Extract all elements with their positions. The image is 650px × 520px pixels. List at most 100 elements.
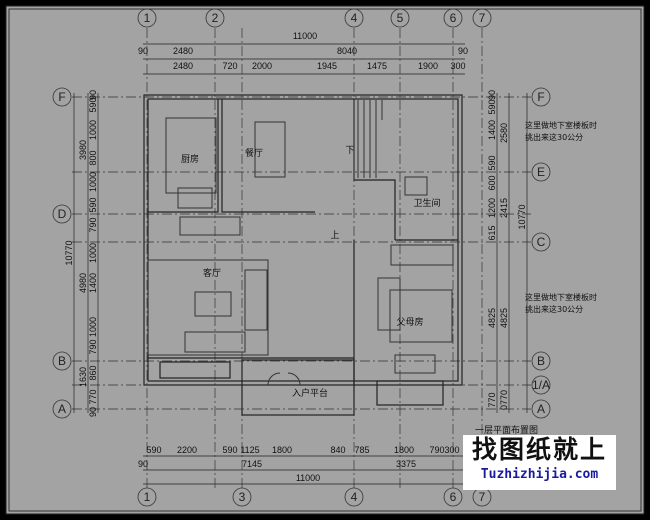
dim-left-sub: 1630 (78, 367, 88, 387)
dim-top-row2: 90 (138, 46, 148, 56)
living-rug (147, 259, 269, 356)
coffee-table (194, 291, 232, 317)
watermark-url: Tuzhizhijia.com (480, 467, 599, 482)
dim-top-row2: 8040 (337, 46, 357, 56)
grid-bubble-top-6-circle (443, 8, 463, 28)
drawing-title: 一层平面布置图 (475, 424, 538, 436)
dim-top-row2: 90 (458, 46, 468, 56)
dim-top-row3: 300 (450, 61, 465, 71)
grid-bubble-bottom-3-circle (232, 487, 252, 507)
room-label-living: 客厅 (203, 267, 221, 279)
dining-wall (221, 99, 315, 213)
dim-top-row2: 2480 (173, 46, 193, 56)
room-label-stair-down: 下 (345, 146, 354, 156)
grid-bubble-left-F: F (58, 90, 65, 104)
grid-bubble-top-5-circle (390, 8, 410, 28)
grid-bubble-top-2: 2 (212, 11, 219, 25)
dim-right-sub: 0770 (499, 390, 509, 410)
dim-bottom-row1: 590 (146, 445, 161, 455)
dim-left-detail: 590 (88, 197, 98, 212)
grid-bubble-top-5: 5 (397, 11, 404, 25)
dim-top-row3: 2000 (252, 61, 272, 71)
dim-left-detail: 770 (88, 389, 98, 404)
room-label-dining: 餐厅 (245, 147, 263, 159)
annotation-note: 这里做地下室楼板时 (525, 292, 597, 302)
grid-bubble-bottom-6-circle (443, 487, 463, 507)
dim-bottom-row1: 2200 (177, 445, 197, 455)
dim-bottom-row1: 1125 (240, 445, 259, 455)
grid-bubble-right-A-circle (531, 399, 551, 419)
dim-right-total: 10770 (517, 204, 527, 229)
dining-table (254, 121, 286, 178)
dim-left-detail: 90 (88, 407, 98, 417)
dim-right-detail: 4825 (487, 308, 497, 328)
grid-bubble-left-B-circle (52, 351, 72, 371)
kitchen-wall (148, 99, 219, 213)
sofa (184, 331, 246, 353)
dim-bottom-total: 11000 (296, 473, 320, 483)
grid-bubble-top-1-circle (137, 8, 157, 28)
entry-door-swing (267, 372, 301, 386)
dim-bottom-row1: 1800 (394, 445, 414, 455)
dim-bottom-row1: 300 (444, 445, 459, 455)
stair-treads (357, 100, 383, 178)
inner-frame (8, 8, 642, 512)
dim-right-detail: 590 (487, 99, 497, 114)
dim-top-row3: 1900 (418, 61, 438, 71)
dim-right-sub: 4825 (499, 308, 509, 328)
outer-wall (143, 94, 463, 386)
dim-bottom-row1: 790 (429, 445, 444, 455)
grid-bubble-right-E: E (537, 165, 545, 179)
dim-left-detail: 1000 (88, 120, 98, 140)
bedroom-sofa (394, 354, 436, 374)
dim-right-sub: 2580 (499, 123, 509, 143)
room-label-bathroom: 卫生间 (413, 197, 440, 209)
dim-left-detail: 590 (88, 97, 98, 112)
grid-bubble-right-E-circle (531, 162, 551, 182)
dim-top-total: 11000 (293, 31, 317, 41)
dim-right-detail: 90 (487, 90, 497, 100)
grid-bubble-right-1/A: 1/A (532, 378, 550, 392)
dim-right-detail: 590 (487, 155, 497, 170)
dim-bottom-row2: 3375 (396, 459, 416, 469)
dimension-lines (73, 43, 528, 485)
dim-left-detail: 1000 (88, 172, 98, 192)
dim-right-sub: 2415 (499, 198, 509, 218)
bay-window (376, 380, 444, 406)
room-label-kitchen: 厨房 (181, 153, 199, 165)
grid-bubble-bottom-3: 3 (239, 490, 246, 504)
south-window-box (159, 361, 231, 379)
dim-left-detail: 1000 (88, 317, 98, 337)
grid-bubble-left-D-circle (52, 204, 72, 224)
room-label-stair-up: 上 (330, 230, 339, 241)
furniture (147, 100, 454, 386)
grid-bubble-left-F-circle (52, 87, 72, 107)
grid-bubble-top-4: 4 (351, 11, 358, 25)
room-label-entry-platform: 入户平台 (292, 387, 328, 399)
dim-top-row3: 720 (222, 61, 237, 71)
room-label-parents-room: 父母房 (396, 316, 423, 328)
dim-bottom-row1: 590 (222, 445, 237, 455)
dim-left-detail: 860 (88, 365, 98, 380)
dim-left-sub: 4980 (78, 273, 88, 293)
fridge (177, 187, 213, 209)
dim-bottom-row2: 90 (138, 459, 148, 469)
dim-left-detail: 800 (88, 150, 98, 165)
grid-bubble-top-7: 7 (479, 11, 486, 25)
grid-bubble-right-1/A-circle (531, 375, 551, 395)
grid-bubble-top-4-circle (344, 8, 364, 28)
watermark-cn: 找图纸就上 (471, 435, 607, 464)
dim-left-detail: 90 (88, 90, 98, 100)
dim-left-detail: 1400 (88, 273, 98, 293)
grid-bubble-bottom-6: 6 (450, 490, 457, 504)
grid-bubble-bottom-4-circle (344, 487, 364, 507)
dim-top-row3: 1475 (367, 61, 387, 71)
annotation-note: 挑出来这30公分 (525, 304, 583, 314)
entry-platform-outline (241, 359, 355, 416)
grid-bubble-right-C-circle (531, 232, 551, 252)
dim-right-detail: 1200 (487, 198, 497, 218)
sideboard (179, 216, 241, 236)
grid-bubble-left-B: B (58, 354, 66, 368)
watermark: 找图纸就上 Tuzhizhijia.com (463, 435, 616, 490)
